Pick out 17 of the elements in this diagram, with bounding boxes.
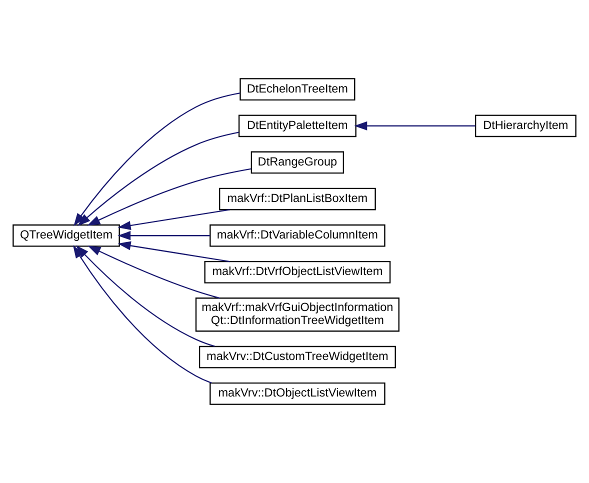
node-box: makVrf::DtVrfObjectListViewItem: [204, 260, 391, 284]
arrow: [354, 121, 476, 130]
node-box: DtRangeGroup: [250, 151, 344, 174]
node-box: makVrf::DtVariableColumnItem: [210, 224, 386, 247]
arrow: [87, 168, 252, 226]
arrow: [118, 209, 230, 230]
arrow: [74, 92, 240, 226]
node-box: makVrv::DtCustomTreeWidgetItem: [198, 346, 396, 368]
node-box: makVrf::DtPlanListBoxItem: [219, 188, 376, 210]
node-box: makVrf::makVrfGuiObjectInformation Qt::DtInformationTreeWidgetItem: [195, 298, 400, 332]
node-box: DtEchelonTreeItem: [240, 78, 356, 101]
node-box: DtEntityPaletteItem: [238, 114, 356, 138]
arrow: [77, 132, 239, 226]
node-box: makVrv::DtObjectListViewItem: [210, 382, 386, 405]
arrow: [118, 231, 210, 240]
node-box: QTreeWidgetItem: [12, 224, 120, 247]
node-box: DtHierarchyItem: [474, 114, 576, 138]
